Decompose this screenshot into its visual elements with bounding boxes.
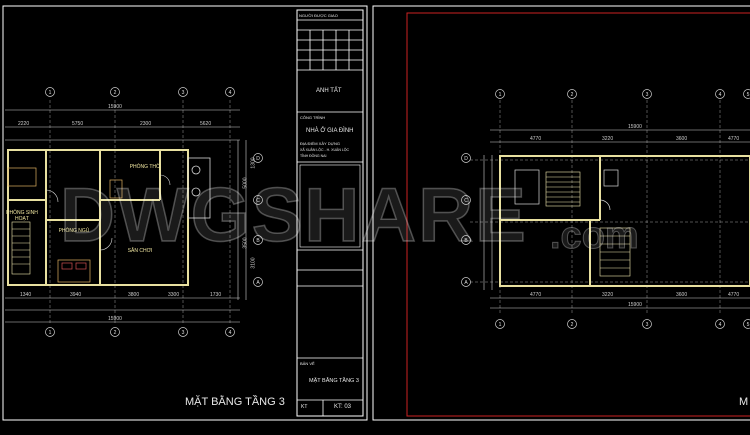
left-dim-side-3: 1300	[251, 157, 257, 168]
left-dim-top-1: 2220	[18, 121, 29, 127]
left-dim-top-4: 5620	[200, 121, 211, 127]
right-axis-top-5: 5	[747, 92, 750, 98]
right-axis-top-2: 2	[571, 92, 574, 98]
left-dim-top-3: 2300	[140, 121, 151, 127]
left-dim-side-4: 3100	[251, 257, 257, 268]
title-block-drawing-title: MẶT BẰNG TẦNG 3	[309, 378, 359, 384]
left-dim-bottom-4: 3300	[168, 292, 179, 298]
title-block-address-2: TỈNH ĐỒNG NAI	[300, 154, 326, 158]
right-axis-side-A: A	[464, 280, 468, 286]
left-dim-total-top: 15900	[108, 104, 122, 110]
left-stairs	[12, 222, 30, 274]
right-dim-top-3: 3600	[676, 136, 687, 142]
left-dim-total-bottom: 15900	[108, 316, 122, 322]
title-block-drawing-label: BẢN VẼ	[300, 361, 315, 366]
right-axis-bottom-2: 2	[571, 322, 574, 328]
right-axis-top-1: 1	[499, 92, 502, 98]
right-fixtures	[515, 170, 618, 210]
title-block-project-label: CÔNG TRÌNH	[300, 115, 325, 120]
right-dim-bottom-3: 3600	[676, 292, 687, 298]
title-block-address-label: ĐỊA ĐIỂM XÂY DỰNG	[300, 141, 340, 146]
left-dim-top-2: 5750	[72, 121, 83, 127]
left-axis-bottom-3: 3	[182, 330, 185, 336]
title-block-sheet-number: KT: 03	[334, 404, 351, 410]
left-axis-side-A: A	[256, 280, 260, 286]
left-dim-bottom-3: 3800	[128, 292, 139, 298]
title-block-project: NHÀ Ở GIA ĐÌNH	[306, 128, 353, 134]
left-axis-bottom-2: 2	[114, 330, 117, 336]
right-dim-total-bottom: 15900	[628, 302, 642, 308]
right-axis-bottom-1: 1	[499, 322, 502, 328]
right-axis-bottom-3: 3	[646, 322, 649, 328]
right-dim-bottom-4: 4770	[728, 292, 739, 298]
left-axis-bottom-1: 1	[49, 330, 52, 336]
room-label-altar: PHÒNG THỜ	[125, 164, 165, 170]
left-axis-top-3: 3	[182, 90, 185, 96]
room-label-living: PHÒNG SINH HOẠT	[2, 210, 42, 222]
right-axis-bottom-5: 5	[747, 322, 750, 328]
left-sheet-title: MẶT BẰNG TẦNG 3	[185, 396, 285, 408]
left-dim-bottom-2: 3940	[70, 292, 81, 298]
title-block-header: NGƯỜI ĐƯỢC GIAO	[299, 13, 338, 18]
right-sheet-title: M	[739, 396, 748, 408]
right-axis-bottom-4: 4	[719, 322, 722, 328]
right-dim-top-2: 3220	[602, 136, 613, 142]
left-axis-bottom-4: 4	[229, 330, 232, 336]
left-dim-bottom-5: 1730	[210, 292, 221, 298]
right-dim-top-4: 4770	[728, 136, 739, 142]
right-axis-top-3: 3	[646, 92, 649, 98]
right-axis-top-4: 4	[719, 92, 722, 98]
left-axis-top-2: 2	[114, 90, 117, 96]
title-block-owner: ANH TẤT	[316, 88, 342, 94]
watermark-text: DWGSHARE	[60, 172, 528, 259]
left-axis-side-D: D	[256, 156, 260, 162]
left-axis-top-4: 4	[229, 90, 232, 96]
right-dim-top-1: 4770	[530, 136, 541, 142]
watermark-suffix: .com	[550, 215, 639, 258]
left-axis-top-1: 1	[49, 90, 52, 96]
right-dim-bottom-1: 4770	[530, 292, 541, 298]
right-dim-total-top: 15900	[628, 124, 642, 130]
title-block-address-1: XÃ XUÂN LỘC - H. XUÂN LỘC	[300, 148, 349, 152]
title-block-sheet-label: KT	[301, 404, 307, 410]
left-dim-bottom-1: 1340	[20, 292, 31, 298]
right-dim-bottom-2: 3220	[602, 292, 613, 298]
right-axis-side-D: D	[464, 156, 468, 162]
